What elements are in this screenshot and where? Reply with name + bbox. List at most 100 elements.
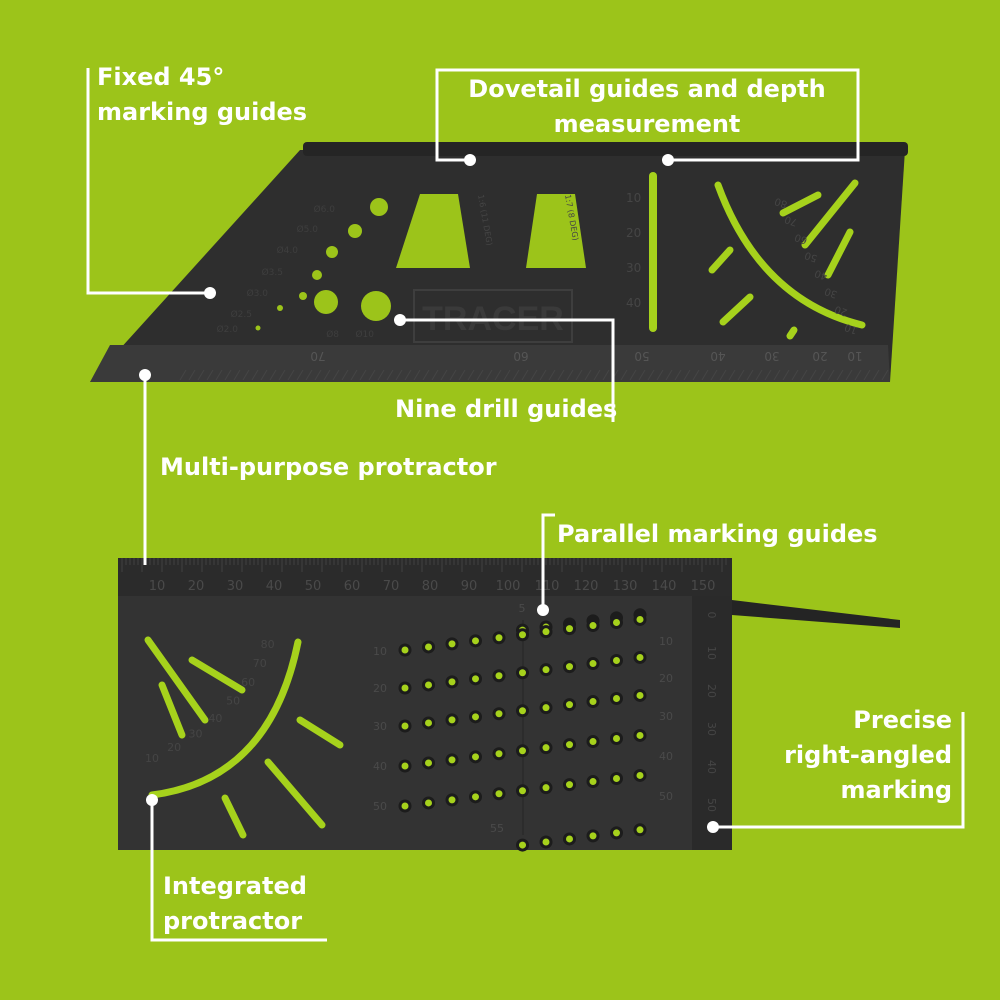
row-label: 10 xyxy=(373,645,387,658)
protractor-number: 80 xyxy=(261,638,275,651)
marking-hole-fill xyxy=(542,838,550,846)
ruler-tick xyxy=(251,369,259,381)
ruler-number: 40 xyxy=(710,349,725,363)
drill-hole xyxy=(299,292,307,300)
ruler-number: 110 xyxy=(535,579,560,594)
callout-dot xyxy=(204,287,216,299)
side-face xyxy=(692,596,732,850)
ruler-tick xyxy=(854,369,862,381)
callout-fixed45: Fixed 45° marking guides xyxy=(97,60,307,130)
marking-hole-fill xyxy=(566,781,573,789)
marking-slot xyxy=(296,716,344,749)
callout-dovetail: Dovetail guides and depth measurement xyxy=(447,72,847,142)
ruler-tick xyxy=(836,369,844,381)
marking-hole-fill xyxy=(425,681,432,689)
ruler-tick xyxy=(458,369,466,381)
ruler-tick xyxy=(512,369,520,381)
marking-hole-fill xyxy=(448,678,456,686)
marking-hole-fill xyxy=(448,756,456,764)
marking-hole-fill xyxy=(519,707,526,715)
callout-text: marking guides xyxy=(97,98,308,126)
ruler-tick xyxy=(791,369,799,381)
marking-hole-fill xyxy=(472,753,479,761)
ruler-number: 130 xyxy=(613,579,638,594)
drill-hole xyxy=(348,224,362,238)
protractor-number: 70 xyxy=(253,657,267,670)
ruler-tick xyxy=(332,369,340,381)
marking-hole-fill xyxy=(613,657,620,665)
ruler-tick xyxy=(692,369,700,381)
ruler-tick xyxy=(422,369,430,381)
marking-hole-fill xyxy=(519,669,526,677)
ruler-tick xyxy=(350,369,358,381)
ruler-tick xyxy=(233,369,241,381)
callout-text: measurement xyxy=(553,110,741,138)
callout-line-parallel xyxy=(541,513,555,610)
marking-hole-fill xyxy=(636,691,644,699)
ruler-tick xyxy=(602,369,610,381)
marking-hole-fill xyxy=(542,666,550,674)
ruler-tick xyxy=(494,369,502,381)
ruler-number: 30 xyxy=(764,349,779,363)
marking-hole-fill xyxy=(589,832,597,840)
protractor-number: 20 xyxy=(833,303,849,318)
depth-scale-number: 40 xyxy=(626,296,641,310)
callout-parallel: Parallel marking guides xyxy=(557,517,878,552)
ruler-tick xyxy=(206,369,214,381)
ruler-tick xyxy=(323,369,331,381)
callout-line-fixed45 xyxy=(86,68,210,295)
marking-hole-fill xyxy=(589,738,597,746)
ruler-tick xyxy=(881,369,889,381)
marking-hole-fill xyxy=(425,719,432,727)
top-protractor-arc xyxy=(714,181,866,329)
side-scale-number: 30 xyxy=(705,722,718,736)
marking-slot xyxy=(144,636,209,724)
ruler-tick xyxy=(818,369,826,381)
callout-text: protractor xyxy=(163,907,303,935)
marking-hole-fill xyxy=(425,799,432,807)
protractor-number: 30 xyxy=(823,285,839,300)
drill-size-label: Ø4.0 xyxy=(277,245,299,256)
callout-line-right-angle xyxy=(713,712,965,829)
marking-hole-fill xyxy=(425,759,432,767)
ruler-number: 150 xyxy=(691,579,716,594)
protractor-number: 10 xyxy=(843,321,859,336)
drill-size-label: Ø3.0 xyxy=(247,288,269,299)
marking-slot xyxy=(158,681,186,739)
ruler-tick xyxy=(341,369,349,381)
ruler-tick xyxy=(476,369,484,381)
marking-hole-fill xyxy=(401,762,409,770)
marking-hole-fill xyxy=(472,637,479,645)
side-scale-number: 40 xyxy=(705,760,718,774)
drill-hole xyxy=(314,290,338,314)
drill-size-label: Ø8 xyxy=(326,329,339,340)
dovetail-window-2 xyxy=(526,194,586,268)
marking-hole-fill xyxy=(519,747,526,755)
marking-hole-fill xyxy=(613,829,620,837)
marking-hole-fill xyxy=(589,698,597,706)
protractor-number: 60 xyxy=(241,676,255,689)
top-tool-body xyxy=(90,150,905,382)
ruler-tick xyxy=(701,369,709,381)
ruler-tick xyxy=(395,369,403,381)
callout-dot xyxy=(662,154,674,166)
row-label: 55 xyxy=(490,822,504,835)
marking-hole-fill xyxy=(542,704,550,712)
marking-hole-fill xyxy=(613,775,620,783)
marking-hole-fill xyxy=(519,841,526,849)
row-label: 10 xyxy=(659,635,673,648)
row-label: 50 xyxy=(659,790,673,803)
marking-hole-fill xyxy=(636,826,644,834)
marking-hole-fill xyxy=(613,619,620,627)
ruler-tick xyxy=(368,369,376,381)
ruler-tick xyxy=(665,369,673,381)
ruler-number: 50 xyxy=(634,349,649,363)
top-ruler-strip xyxy=(90,345,890,382)
marking-hole-fill xyxy=(495,750,503,758)
side-scale-number: 20 xyxy=(705,684,718,698)
protractor-number: 40 xyxy=(813,267,829,282)
ruler-number: 40 xyxy=(266,579,283,594)
marking-hole-fill xyxy=(613,735,620,743)
ruler-tick xyxy=(566,369,574,381)
ruler-tick xyxy=(809,369,817,381)
